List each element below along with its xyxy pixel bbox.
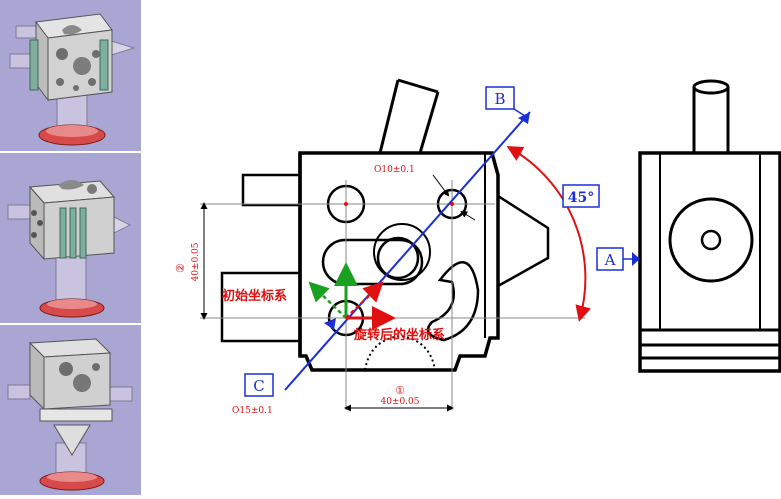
3d-view-top xyxy=(0,0,141,151)
dimension-2: ② 40±0.05 xyxy=(174,202,208,320)
3d-view-bottom xyxy=(0,325,141,495)
svg-text:40±0.05: 40±0.05 xyxy=(191,242,201,281)
initial-coordinate-system xyxy=(308,262,396,330)
svg-text:②: ② xyxy=(174,263,187,273)
engineering-drawing: B C 45° O10±0.1 O15±0.1 ① 40±0.05 xyxy=(141,0,781,495)
datum-a-frame: A xyxy=(596,247,640,271)
3d-view-middle xyxy=(0,153,141,323)
angle-label-box: 45° xyxy=(562,184,600,208)
rotated-cs-label: 旋转后的坐标系 xyxy=(353,327,445,343)
svg-text:B: B xyxy=(494,90,505,108)
datum-axis-line xyxy=(284,111,531,391)
svg-text:45°: 45° xyxy=(568,190,594,206)
dimension-1: ① 40±0.05 xyxy=(344,384,454,412)
front-view xyxy=(220,78,550,372)
svg-text:A: A xyxy=(604,251,616,269)
datum-b-frame: B xyxy=(485,86,530,124)
hole-large-tolerance: O15±0.1 xyxy=(232,406,273,416)
svg-text:C: C xyxy=(253,377,264,395)
svg-text:①: ① xyxy=(395,384,405,397)
angle-arc xyxy=(506,146,591,322)
initial-cs-label: 初始坐标系 xyxy=(222,288,287,304)
datum-c-frame: C xyxy=(244,318,336,397)
svg-text:40±0.05: 40±0.05 xyxy=(380,397,419,407)
side-view xyxy=(638,79,781,373)
hole-small-tolerance: O10±0.1 xyxy=(374,165,415,175)
